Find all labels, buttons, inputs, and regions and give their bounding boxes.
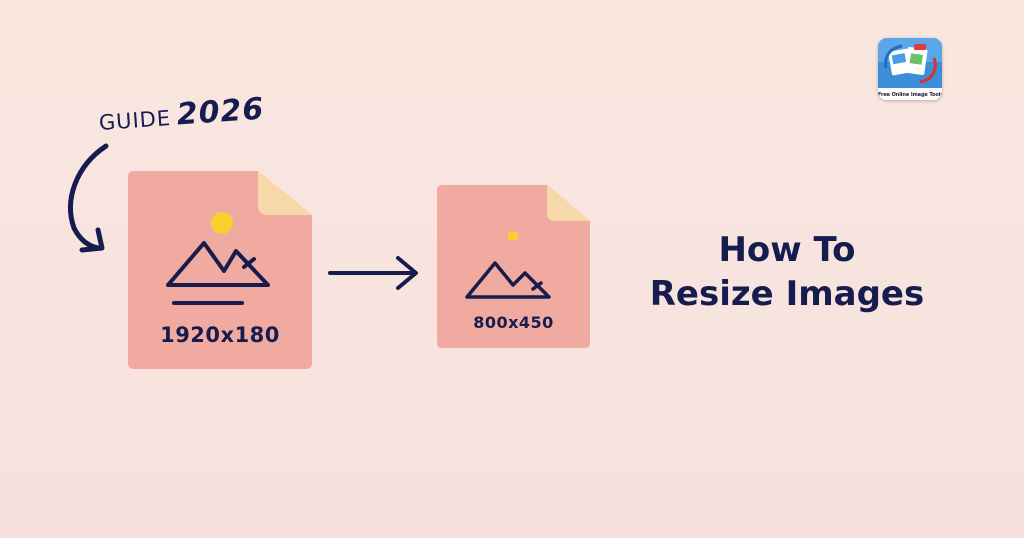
mountain-image-icon	[166, 241, 270, 305]
image-tools-logo-icon	[878, 38, 942, 100]
file-icon-large	[128, 171, 312, 369]
sun-icon	[508, 232, 518, 240]
resized-image-file: 800x450	[437, 185, 590, 348]
original-image-file: 1920x180	[128, 171, 312, 369]
guide-year: 2026	[175, 91, 266, 133]
logo-caption: Free Online Image Tools	[878, 92, 942, 98]
arrow-right-icon	[328, 256, 418, 290]
headline-line-2: Resize Images	[649, 274, 925, 314]
headline: How To Resize Images	[632, 228, 942, 316]
curved-arrow-icon	[68, 143, 109, 253]
app-logo: Free Online Image Tools	[878, 38, 942, 100]
guide-word: GUIDE	[98, 106, 172, 136]
headline-line-1: How To	[718, 230, 856, 270]
original-dimensions: 1920x180	[160, 323, 280, 347]
resized-dimensions: 800x450	[473, 313, 554, 332]
file-icon-small	[437, 185, 590, 348]
mountain-image-icon	[465, 261, 551, 299]
sun-icon	[211, 212, 233, 234]
